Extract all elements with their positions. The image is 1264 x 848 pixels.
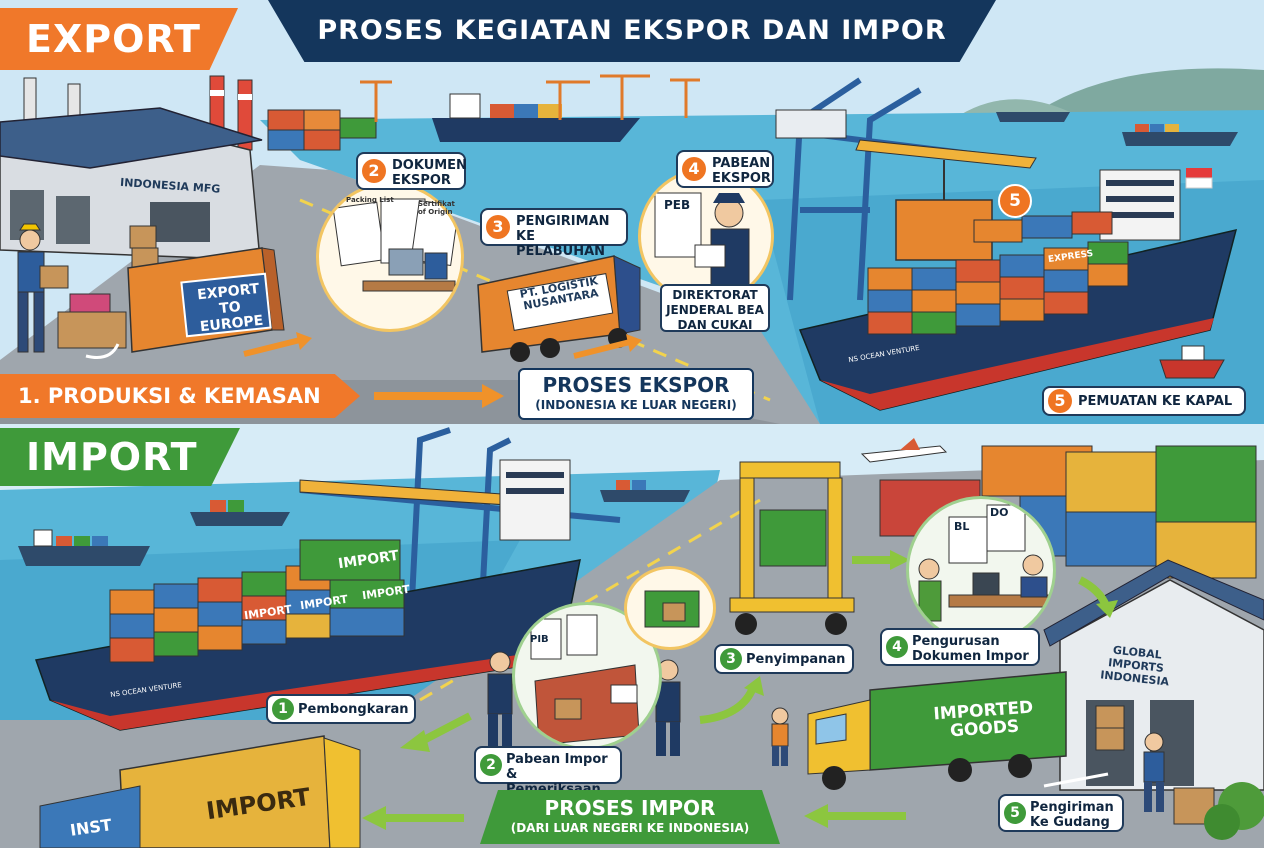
bl-document-label: BL [954,520,970,533]
do-document-label: DO [990,506,1009,519]
export-step-4-bubble: 4 PABEAN EKSPOR [676,150,774,188]
page-title: PROSES KEGIATAN EKSPOR DAN IMPOR [268,0,996,62]
import-step-2-number: 2 [480,754,502,776]
pib-document-label: PIB [530,634,549,645]
export-step-2-label: DOKUMEN EKSPOR [392,158,467,188]
import-step-1-label: Pembongkaran [298,702,409,717]
export-step-2-bubble: 2 DOKUMEN EKSPOR [356,152,467,190]
import-office-illustration [918,504,1053,622]
export-container-label: EXPORT TO EUROPE [196,280,265,336]
import-process-subtitle: (DARI LUAR NEGERI KE INDONESIA) [510,821,750,835]
straddle-carrier [729,461,855,635]
import-step-1-number: 1 [272,698,294,720]
import-cargo-check-circle [624,566,716,650]
export-step-4-label: PABEAN EKSPOR [712,156,771,186]
import-step-4-label: Pengurusan Dokumen Impor [912,634,1029,664]
import-ship [35,459,581,731]
import-step-3-number: 3 [720,648,742,670]
doc-certificate: Sertifikat of Origin [418,200,455,216]
import-step-1-bubble: 1 Pembongkaran [266,694,416,724]
import-process-title: PROSES IMPOR [544,796,716,820]
export-step-5-marker: 5 [998,184,1032,218]
import-step-5-label: Pengiriman Ke Gudang [1030,800,1114,830]
cargo-check-illustration [644,590,700,628]
export-step-1-label: PRODUKSI & KEMASAN [47,384,321,408]
container-inspection-illustration [530,614,640,746]
customs-authority-label: DIREKTORAT JENDERAL BEA DAN CUKAI [660,284,770,332]
export-step-3-number: 3 [486,215,510,239]
customs-officer-illustration [654,192,750,290]
office-desk-illustration [332,198,460,292]
import-step-5-bubble: 5 Pengiriman Ke Gudang [998,794,1124,832]
peb-document-label: PEB [664,198,691,212]
export-step-3-bubble: 3 PENGIRIMAN KE PELABUHAN [480,208,628,259]
import-step-4-bubble: 4 Pengurusan Dokumen Impor [880,628,1040,666]
export-step-1-banner: 1. PRODUKSI & KEMASAN [0,374,360,418]
import-section-tag: IMPORT [0,428,240,486]
import-step-3-label: Penyimpanan [746,652,846,667]
import-step-2-bubble: 2 Pabean Impor & Pemeriksaan [474,746,622,797]
export-step-5-label: PEMUATAN KE KAPAL [1078,394,1233,409]
export-docs-circle [316,182,464,332]
export-step-1-number: 1. [18,384,41,408]
import-truck [807,671,1067,790]
export-step-2-number: 2 [362,159,386,183]
doc-packing-list: Packing List [346,196,394,204]
export-process-box: PROSES EKSPOR (INDONESIA KE LUAR NEGERI) [518,368,754,420]
import-step-5-number: 5 [1004,802,1026,824]
export-step-5-number: 5 [1048,389,1072,413]
export-section-tag: EXPORT [0,8,238,70]
export-step-3-label: PENGIRIMAN KE PELABUHAN [516,214,610,259]
export-process-title: PROSES EKSPOR [542,373,730,397]
import-process-box: PROSES IMPOR (DARI LUAR NEGERI KE INDONE… [480,790,780,844]
factory [0,75,263,261]
import-step-3-bubble: 3 Penyimpanan [714,644,854,674]
import-docs-circle [906,496,1056,644]
export-process-subtitle: (INDONESIA KE LUAR NEGERI) [535,398,737,412]
front-import-truck [39,735,361,848]
import-step-4-number: 4 [886,636,908,658]
export-step-5-bubble: 5 PEMUATAN KE KAPAL [1042,386,1246,416]
export-truck [477,255,641,362]
export-container [127,247,285,353]
factory-worker [17,223,69,353]
export-step-4-number: 4 [682,157,706,181]
